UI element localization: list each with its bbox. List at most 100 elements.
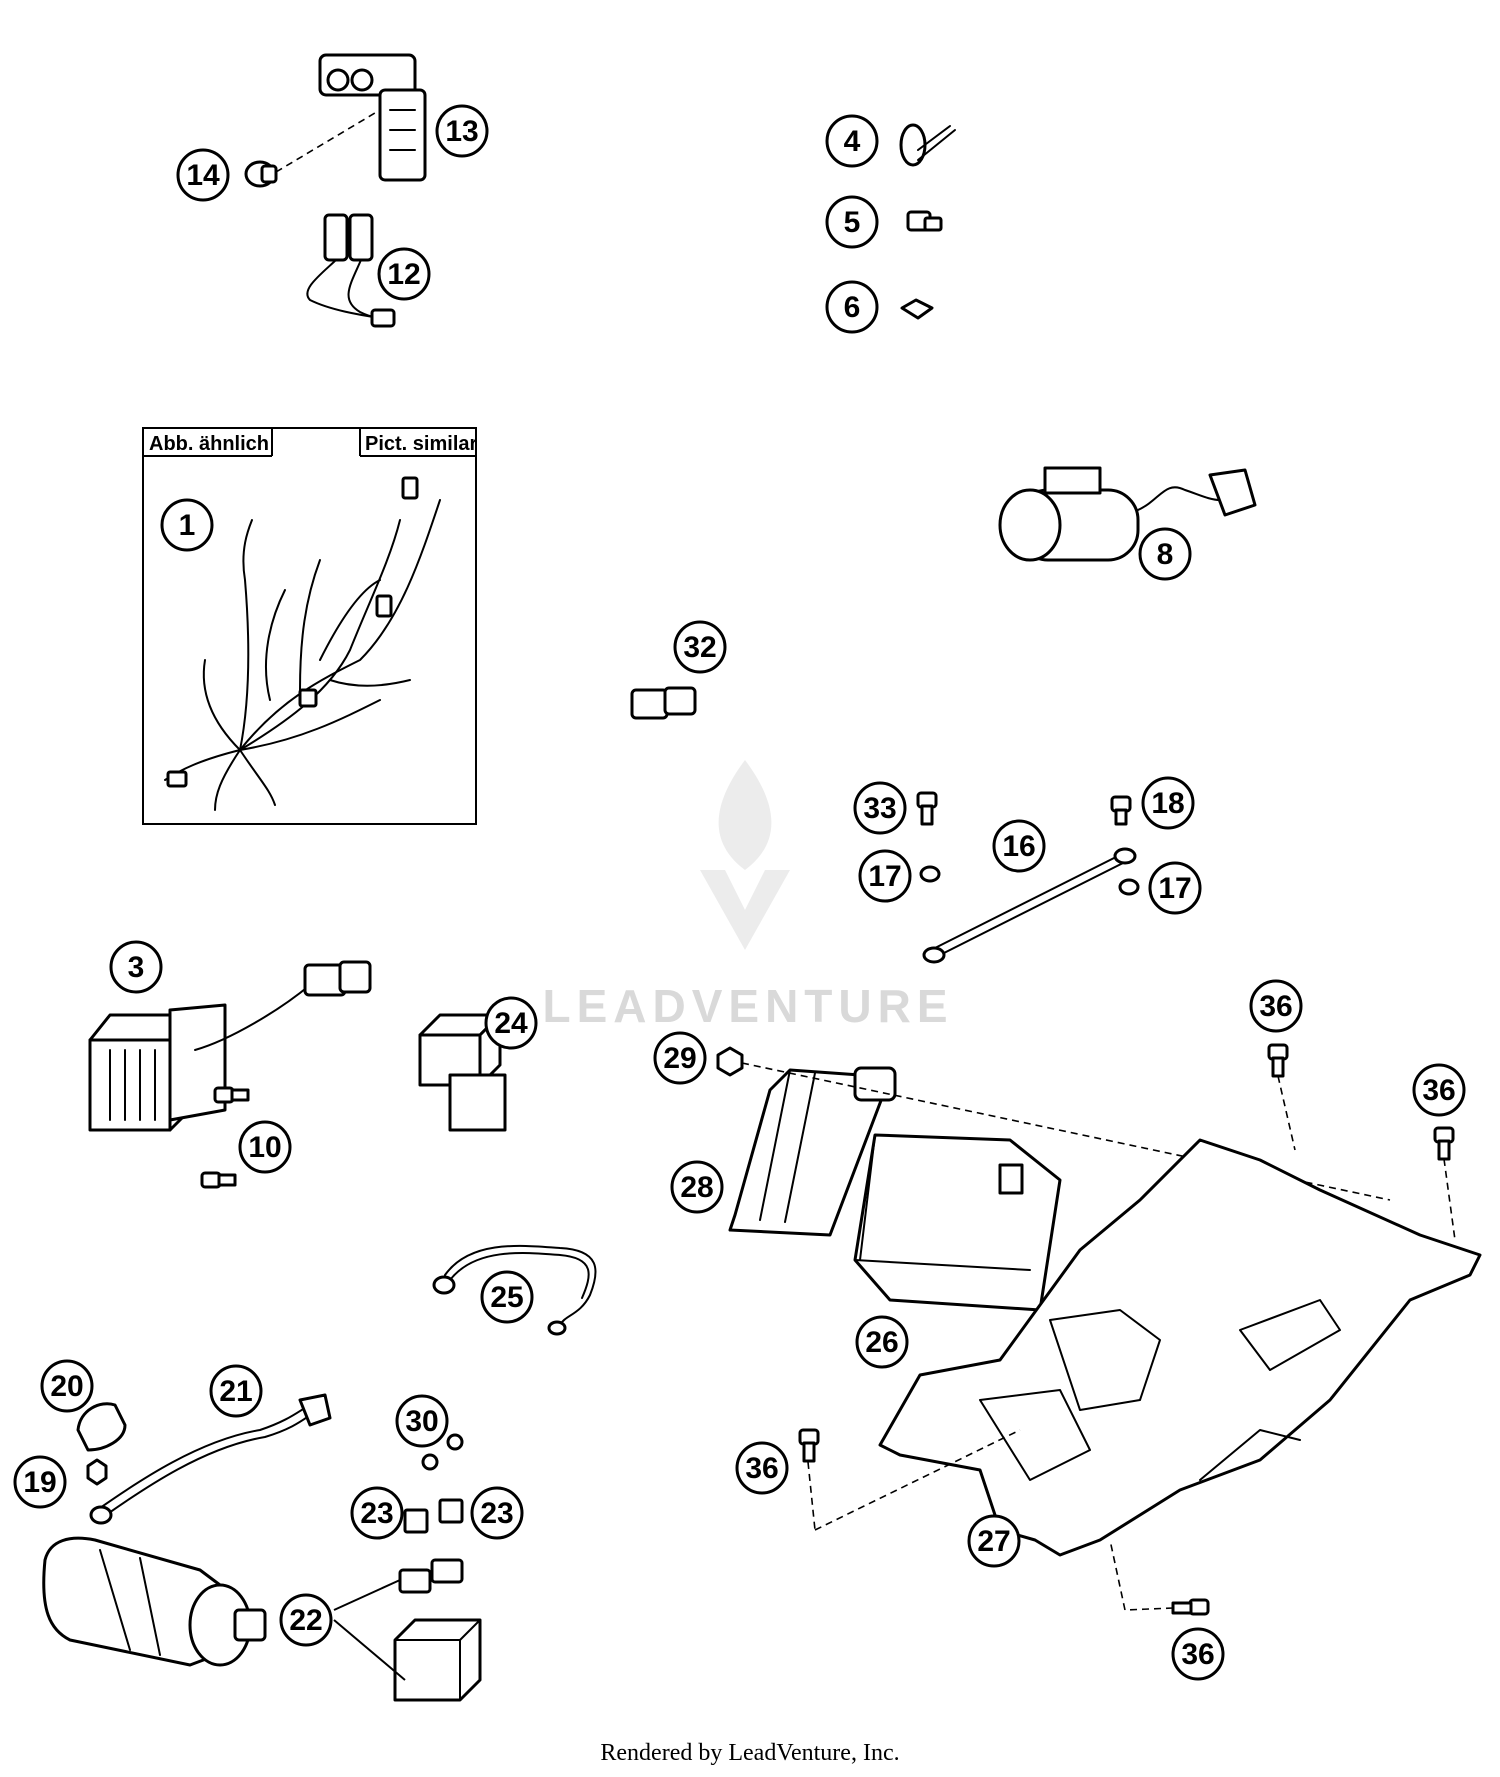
svg-text:36: 36 xyxy=(1181,1638,1214,1671)
clip-5 xyxy=(906,210,943,232)
svg-text:17: 17 xyxy=(868,860,901,893)
callout-28: 27 xyxy=(967,1514,1021,1568)
svg-text:26: 26 xyxy=(865,1326,898,1359)
svg-text:23: 23 xyxy=(360,1497,393,1530)
svg-text:28: 28 xyxy=(680,1171,713,1204)
callout-36b: 36 xyxy=(1412,1063,1466,1117)
screw-36d xyxy=(1171,1598,1210,1616)
connector-32 xyxy=(630,686,697,720)
callout-17b: 17 xyxy=(1148,861,1202,915)
svg-text:29: 29 xyxy=(663,1042,696,1075)
svg-text:30: 30 xyxy=(405,1405,438,1438)
callout-24: 24 xyxy=(484,996,538,1050)
footer-credit: Rendered by LeadVenture, Inc. xyxy=(600,1740,899,1766)
fuse-23a xyxy=(403,1508,429,1534)
callout-21: 21 xyxy=(209,1364,263,1418)
watermark-text: LEADVENTURE xyxy=(542,980,953,1032)
svg-text:12: 12 xyxy=(387,258,420,291)
ground-cable-16 xyxy=(922,847,1137,964)
callout-16: 16 xyxy=(992,819,1046,873)
svg-text:33: 33 xyxy=(863,792,896,825)
inset-label-right: Pict. similar xyxy=(365,433,477,455)
svg-text:14: 14 xyxy=(186,159,220,192)
wiring-harness-inset: Abb. ähnlich Pict. similar xyxy=(142,427,477,825)
callout-20: 20 xyxy=(40,1359,94,1413)
callout-4: 4 xyxy=(825,114,879,168)
starter-motor xyxy=(42,1536,267,1667)
callout-14: 14 xyxy=(176,148,230,202)
callout-25: 25 xyxy=(480,1270,534,1324)
callout-12: 12 xyxy=(377,247,431,301)
callout-27: 28 xyxy=(670,1160,724,1214)
callout-19: 19 xyxy=(13,1455,67,1509)
callout-36a: 36 xyxy=(1249,979,1303,1033)
relay-22 xyxy=(393,1558,482,1702)
callout-6: 6 xyxy=(825,280,879,334)
svg-text:18: 18 xyxy=(1151,787,1184,820)
clip-6 xyxy=(900,298,934,320)
svg-text:4: 4 xyxy=(844,125,861,158)
svg-text:1: 1 xyxy=(179,509,196,542)
battery-26 xyxy=(853,1133,1062,1312)
callout-22: 22 xyxy=(279,1593,333,1647)
screw-30a xyxy=(421,1453,439,1471)
screw-10b xyxy=(200,1171,237,1189)
callout-10: 10 xyxy=(238,1120,292,1174)
svg-text:8: 8 xyxy=(1157,538,1174,571)
capacitor-8 xyxy=(998,466,1257,562)
nut-29 xyxy=(716,1046,744,1077)
svg-text:23: 23 xyxy=(480,1497,513,1530)
voltage-regulator-3 xyxy=(88,960,372,1132)
nut-19 xyxy=(86,1458,108,1486)
screw-36b xyxy=(1433,1126,1455,1161)
svg-text:25: 25 xyxy=(490,1281,523,1314)
callout-23b: 23 xyxy=(470,1486,524,1540)
starter-cable-21 xyxy=(89,1393,332,1525)
svg-text:27: 27 xyxy=(977,1525,1010,1558)
grommet-14 xyxy=(244,160,278,188)
callout-3: 3 xyxy=(109,940,163,994)
svg-text:6: 6 xyxy=(844,291,861,324)
callout-8: 8 xyxy=(1138,527,1192,581)
callout-18: 18 xyxy=(1141,776,1195,830)
svg-text:3: 3 xyxy=(128,951,145,984)
svg-text:16: 16 xyxy=(1002,830,1035,863)
fuse-23b xyxy=(438,1498,464,1524)
screw-18 xyxy=(1110,795,1132,826)
svg-text:36: 36 xyxy=(1422,1074,1455,1107)
svg-text:21: 21 xyxy=(219,1375,252,1408)
svg-text:32: 32 xyxy=(683,631,716,664)
svg-text:19: 19 xyxy=(23,1466,56,1499)
callout-36c: 36 xyxy=(735,1441,789,1495)
switch-assembly-13 xyxy=(318,53,427,182)
boot-20 xyxy=(76,1402,127,1452)
cable-tie-4 xyxy=(899,123,956,167)
callout-17a: 17 xyxy=(858,849,912,903)
callout-23a: 23 xyxy=(350,1486,404,1540)
washer-17b xyxy=(1118,878,1140,896)
callout-33: 33 xyxy=(853,781,907,835)
svg-text:20: 20 xyxy=(50,1370,83,1403)
screw-10a xyxy=(213,1086,250,1104)
svg-text:36: 36 xyxy=(745,1452,778,1485)
relay-24 xyxy=(418,1013,507,1132)
screw-36c xyxy=(798,1428,820,1463)
callouts: 14 13 12 4 5 6 1 8 32 33 18 16 17 17 3 2… xyxy=(13,104,1466,1681)
washer-17a xyxy=(919,865,941,883)
svg-text:17: 17 xyxy=(1158,872,1191,905)
plug-harness-12 xyxy=(306,213,396,328)
callout-29: 29 xyxy=(653,1031,707,1085)
svg-text:10: 10 xyxy=(248,1131,281,1164)
callout-1: 1 xyxy=(160,498,214,552)
screw-33 xyxy=(916,791,938,826)
callout-30: 30 xyxy=(395,1394,449,1448)
screw-30b xyxy=(446,1433,464,1451)
svg-text:5: 5 xyxy=(844,206,861,239)
callout-36d: 36 xyxy=(1171,1627,1225,1681)
inset-label-left: Abb. ähnlich xyxy=(149,433,269,455)
callout-5: 5 xyxy=(825,195,879,249)
svg-text:24: 24 xyxy=(494,1007,528,1040)
cable-25 xyxy=(432,1244,597,1336)
callout-26: 26 xyxy=(855,1315,909,1369)
